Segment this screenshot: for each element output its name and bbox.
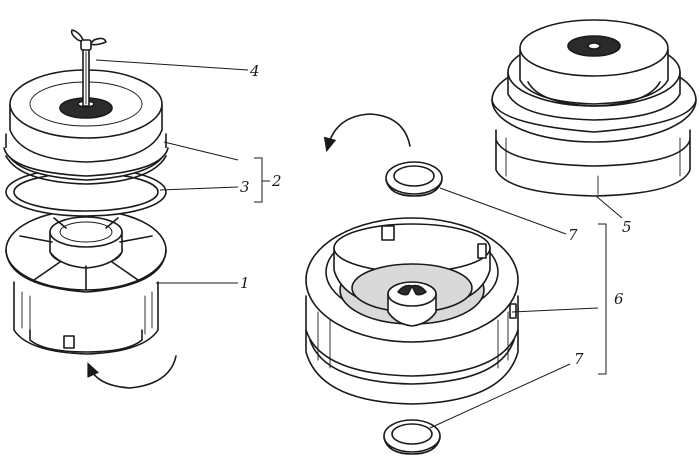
- part-7-seal-ring-upper: [385, 161, 443, 197]
- label-4: 4: [249, 62, 260, 80]
- part-7-seal-ring-lower: [383, 419, 441, 455]
- label-1: 1: [240, 274, 250, 292]
- rotation-arrow-left: [87, 355, 177, 389]
- part-5-assembled-filter: [491, 19, 697, 197]
- part-4-wing-bolt: [70, 29, 107, 107]
- part-6-housing-base: [305, 217, 519, 405]
- label-3: 3: [240, 178, 250, 196]
- label-2: 2: [271, 172, 282, 190]
- label-7-upper: 7: [568, 226, 578, 244]
- rotation-arrow-top: [323, 113, 411, 153]
- part-1-filter-housing: [5, 209, 167, 355]
- leader-lines: [95, 59, 623, 429]
- label-7-lower: 7: [574, 350, 584, 368]
- label-6: 6: [614, 290, 624, 308]
- label-5: 5: [622, 218, 632, 236]
